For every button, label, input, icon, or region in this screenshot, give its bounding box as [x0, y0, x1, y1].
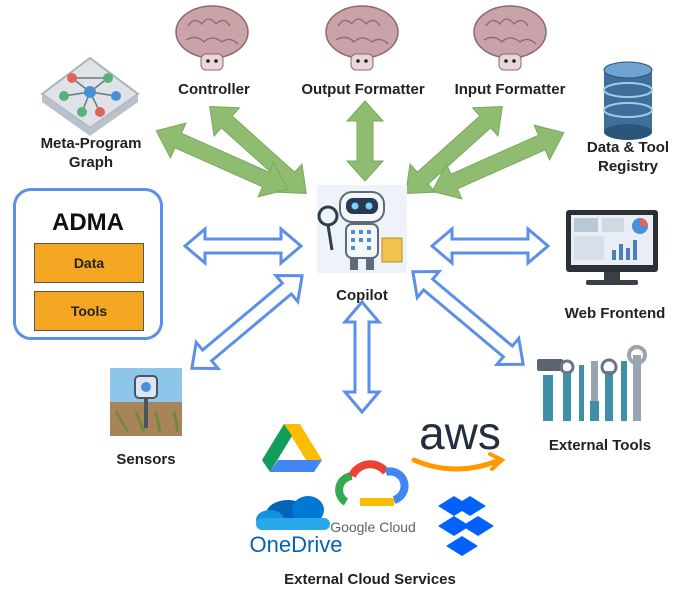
dropbox-icon — [438, 496, 494, 556]
adma-title: ADMA — [52, 209, 124, 236]
arrow-controller-copilot — [209, 105, 307, 195]
arrow-registry-copilot — [431, 124, 565, 200]
adma-data-box: Data — [34, 243, 144, 283]
arrow-adma-copilot — [182, 225, 304, 267]
label-web-frontend: Web Frontend — [564, 305, 666, 322]
database-icon — [603, 61, 653, 140]
google-drive-icon — [262, 424, 322, 472]
label-input-formatter: Input Formatter — [454, 81, 566, 98]
arrow-output-copilot — [345, 100, 385, 182]
label-meta-program-line1: Meta-Program — [40, 135, 142, 152]
label-external-cloud-services: External Cloud Services — [284, 571, 456, 588]
label-data-tool-registry: Data & Tool Registry — [570, 138, 686, 176]
brain-icon-input-formatter — [473, 5, 547, 71]
brain-icon-output-formatter — [325, 5, 399, 71]
blue-arrows — [182, 225, 551, 415]
aws-logo-icon — [411, 452, 506, 472]
sensor-field-icon — [110, 368, 182, 436]
adma-tools-box: Tools — [34, 291, 144, 331]
onedrive-wordmark: OneDrive — [249, 532, 343, 557]
graph-network-icon — [40, 56, 140, 136]
robot-icon — [317, 185, 407, 273]
label-registry-line2: Registry — [597, 158, 659, 175]
arrow-input-copilot — [405, 105, 503, 195]
google-cloud-icon — [335, 460, 409, 506]
label-copilot: Copilot — [336, 287, 388, 304]
arrow-copilot-cloud — [341, 299, 383, 415]
toolset-icon — [537, 345, 647, 421]
green-arrows — [155, 100, 565, 200]
arrow-metagraph-copilot — [155, 122, 289, 198]
label-meta-program-graph: Meta-Program Graph — [26, 134, 156, 172]
arrow-copilot-tools — [411, 270, 525, 366]
aws-wordmark: aws — [419, 407, 501, 459]
monitor-icon — [566, 210, 658, 285]
label-output-formatter: Output Formatter — [301, 81, 425, 98]
label-registry-line1: Data & Tool — [586, 139, 670, 156]
google-cloud-wordmark: Google Cloud — [330, 519, 416, 535]
label-controller: Controller — [178, 81, 250, 98]
label-meta-program-line2: Graph — [68, 154, 114, 171]
label-sensors: Sensors — [116, 451, 176, 468]
arrow-sensors-copilot — [190, 274, 304, 370]
label-external-tools: External Tools — [548, 437, 652, 454]
onedrive-icon — [256, 496, 330, 530]
adma-container: ADMA Data Tools — [13, 188, 163, 340]
arrow-copilot-web — [429, 225, 551, 267]
brain-icon-controller — [175, 5, 249, 71]
